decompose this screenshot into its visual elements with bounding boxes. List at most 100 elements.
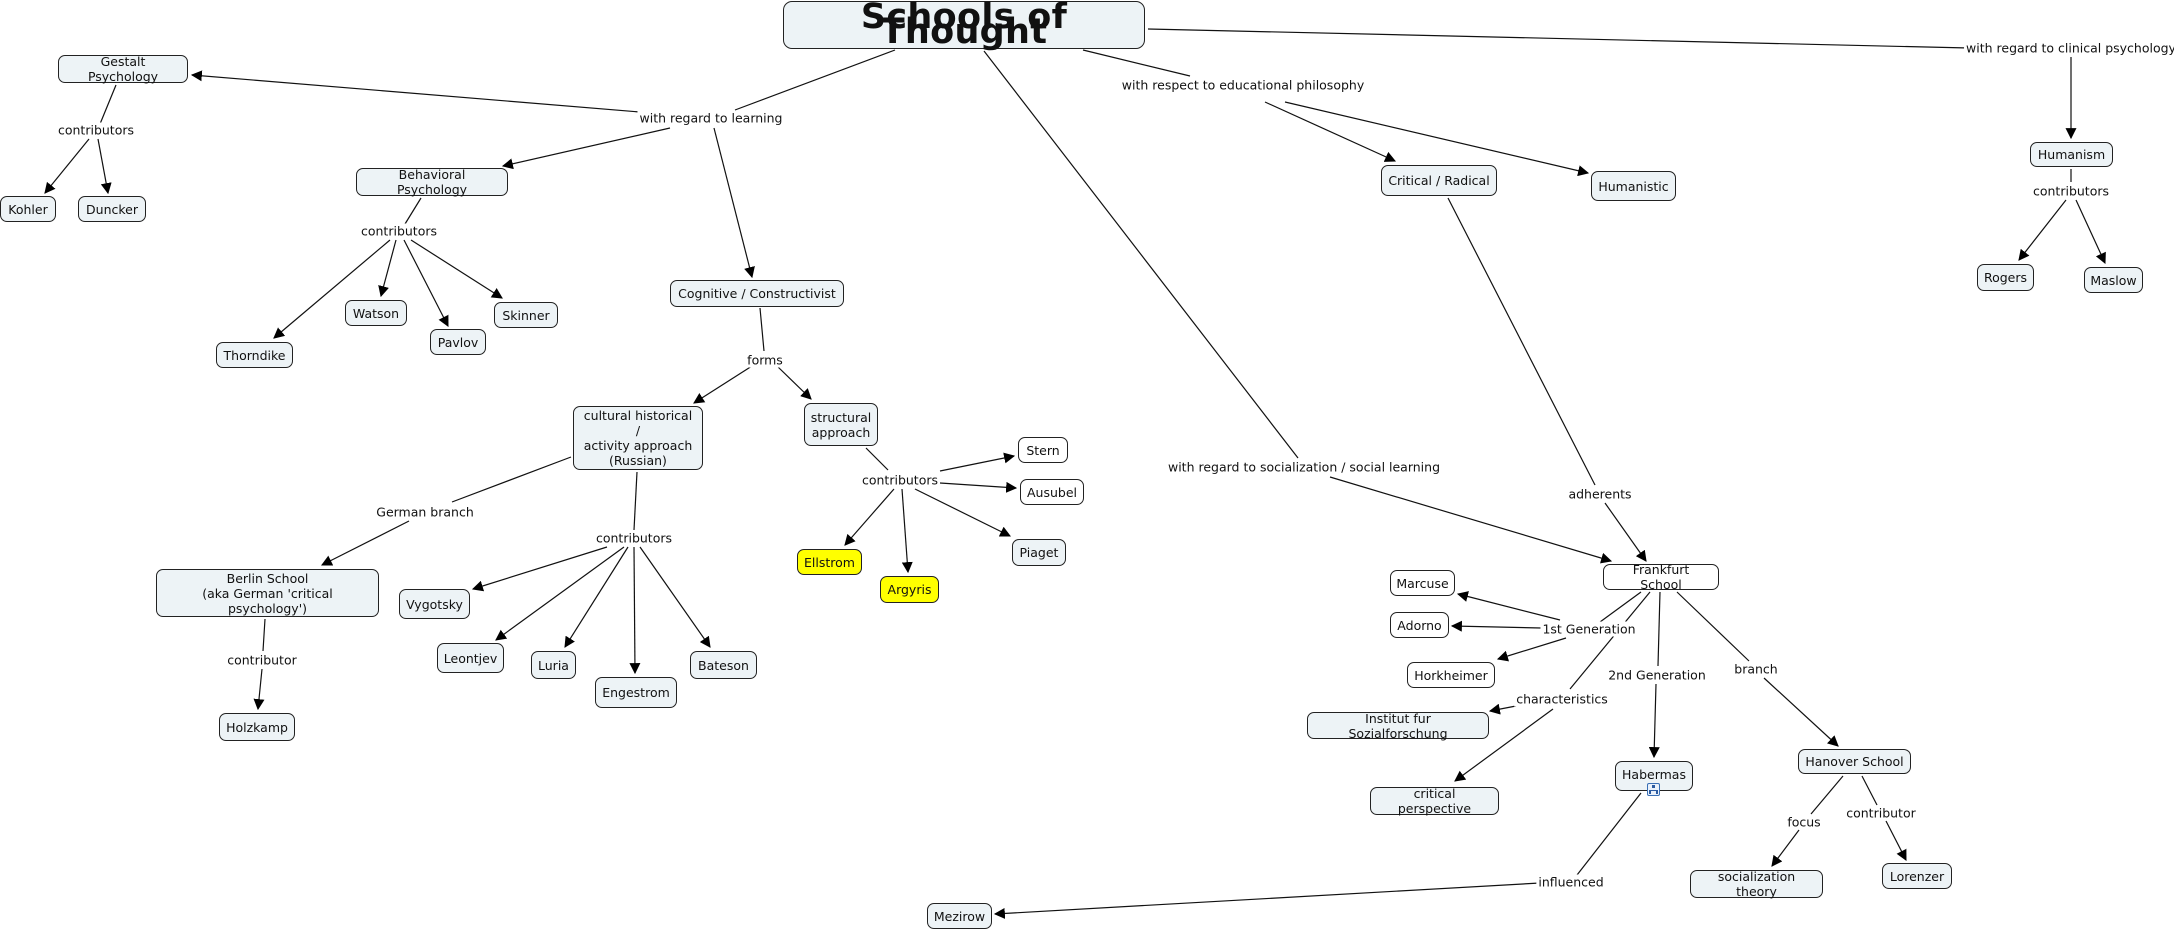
link-forms[interactable]: forms: [745, 352, 785, 368]
concept-berlin-school[interactable]: Berlin School (aka German 'critical psyc…: [156, 569, 379, 617]
link-behavioral-contributors[interactable]: contributors: [358, 223, 440, 239]
concept-cultural-historical[interactable]: cultural historical / activity approach …: [573, 406, 703, 470]
edge-contrib-skinner: [410, 239, 503, 299]
concept-leontjev[interactable]: Leontjev: [437, 643, 504, 673]
link-focus[interactable]: focus: [1785, 814, 1823, 830]
concept-cognitive-constructivist[interactable]: Cognitive / Constructivist: [670, 280, 844, 307]
link-with-regard-to-learning[interactable]: with regard to learning: [637, 110, 785, 126]
concept-socialization-theory[interactable]: socialization theory: [1690, 869, 1823, 899]
link-berlin-contributor[interactable]: contributor: [225, 652, 299, 668]
concept-luria[interactable]: Luria: [531, 651, 576, 679]
edge-title-socialization: [983, 50, 1299, 459]
edge-contrib-watson: [378, 239, 397, 298]
edge-contributor-lorenzer: [1885, 820, 1907, 861]
concept-engestrom[interactable]: Engestrom: [595, 677, 677, 708]
edge-contrib-ellstrom: [844, 488, 895, 546]
edge-contrib-leontjev: [495, 546, 625, 641]
edge-first-horkheimer: [1496, 637, 1567, 662]
edge-frankfurt-branch: [1676, 591, 1750, 662]
edge-contrib-stern: [939, 452, 1016, 472]
edge-contrib-luria: [564, 546, 629, 648]
edge-contrib-duncker: [97, 138, 112, 195]
link-hanover-contributor[interactable]: contributor: [1844, 805, 1918, 821]
concept-institut-fur-sozialforschung[interactable]: Institut fur Sozialforschung: [1307, 711, 1489, 741]
link-structural-contributors[interactable]: contributors: [859, 472, 941, 488]
edge-hanover-contributor: [1861, 775, 1878, 806]
link-gestalt-contributors[interactable]: contributors: [55, 122, 137, 138]
edge-learning-cognitive: [713, 127, 755, 279]
concept-humanistic[interactable]: Humanistic: [1591, 171, 1676, 201]
link-german-branch[interactable]: German branch: [374, 504, 476, 520]
link-branch[interactable]: branch: [1732, 661, 1780, 677]
edge-forms-structural: [776, 365, 812, 400]
edge-contrib-engestrom: [629, 546, 641, 675]
edge-title-learning: [734, 49, 896, 111]
root-concept-title[interactable]: Schools of Thought: [783, 0, 1145, 50]
link-with-regard-to-socialization[interactable]: with regard to socialization / social le…: [1165, 459, 1443, 475]
edge-contrib-thorndike: [273, 239, 391, 339]
concept-watson[interactable]: Watson: [345, 300, 407, 326]
concept-lorenzer[interactable]: Lorenzer: [1882, 863, 1952, 889]
concept-maslow[interactable]: Maslow: [2084, 267, 2143, 293]
link-cultural-contributors[interactable]: contributors: [593, 530, 675, 546]
concept-rogers[interactable]: Rogers: [1977, 264, 2034, 291]
link-first-generation[interactable]: 1st Generation: [1540, 621, 1638, 637]
link-humanism-contributors[interactable]: contributors: [2030, 183, 2112, 199]
concept-duncker[interactable]: Duncker: [78, 196, 146, 222]
link-with-respect-to-educational-philosophy[interactable]: with respect to educational philosophy: [1119, 77, 1367, 93]
link-influenced[interactable]: influenced: [1536, 874, 1606, 890]
edge-contrib-ausubel: [939, 481, 1018, 493]
concept-ausubel[interactable]: Ausubel: [1020, 479, 1084, 505]
edge-cultural-contrib: [633, 471, 638, 531]
concept-thorndike[interactable]: Thorndike: [216, 342, 293, 368]
concept-argyris[interactable]: Argyris: [880, 576, 939, 603]
link-with-regard-to-clinical-psychology[interactable]: with regard to clinical psychology: [1964, 40, 2174, 56]
concept-frankfurt-school[interactable]: Frankfurt School: [1603, 562, 1719, 592]
concept-kohler[interactable]: Kohler: [0, 196, 56, 222]
edge-contrib-pavlov: [403, 239, 449, 327]
edge-contrib-vygotsky: [471, 546, 608, 592]
edge-first-adorno: [1450, 620, 1542, 632]
edge-frankfurt-first: [1599, 591, 1642, 623]
concept-ellstrom[interactable]: Ellstrom: [797, 549, 862, 575]
edge-second-habermas: [1648, 683, 1660, 759]
concept-holzkamp[interactable]: Holzkamp: [219, 713, 295, 741]
edge-contrib-holzkamp: [253, 668, 265, 711]
edge-contrib-argyris: [901, 488, 913, 574]
edge-influenced-mezirow: [993, 882, 1541, 919]
edge-contrib-rogers: [2018, 199, 2067, 261]
concept-structural-approach[interactable]: structural approach: [804, 403, 878, 446]
edge-focus-socialization: [1771, 829, 1800, 867]
edge-critical-adherents: [1447, 197, 1596, 486]
concept-mezirow[interactable]: Mezirow: [927, 903, 992, 929]
edge-title-educational: [1082, 49, 1191, 77]
link-second-generation[interactable]: 2nd Generation: [1606, 667, 1708, 683]
concept-skinner[interactable]: Skinner: [494, 302, 558, 328]
concept-vygotsky[interactable]: Vygotsky: [399, 589, 470, 619]
edge-contrib-piaget: [914, 488, 1011, 537]
edge-educational-humanistic: [1284, 101, 1590, 177]
concept-pavlov[interactable]: Pavlov: [430, 329, 486, 355]
edge-forms-cultural: [693, 365, 753, 404]
submap-icon[interactable]: [1647, 783, 1660, 796]
concept-critical-perspective[interactable]: critical perspective: [1370, 786, 1499, 816]
link-characteristics[interactable]: characteristics: [1514, 691, 1610, 707]
edge-behavioral-contrib: [404, 197, 422, 225]
concept-gestalt-psychology[interactable]: Gestalt Psychology: [58, 54, 188, 84]
concept-piaget[interactable]: Piaget: [1012, 539, 1066, 566]
edge-german-berlin: [321, 520, 410, 566]
concept-stern[interactable]: Stern: [1018, 437, 1068, 463]
concept-adorno[interactable]: Adorno: [1390, 612, 1449, 638]
concept-bateson[interactable]: Bateson: [690, 651, 757, 679]
edge-contrib-kohler: [44, 138, 90, 194]
link-adherents[interactable]: adherents: [1566, 486, 1634, 502]
concept-hanover-school[interactable]: Hanover School: [1798, 749, 1911, 774]
concept-critical-radical[interactable]: Critical / Radical: [1381, 165, 1497, 196]
concept-horkheimer[interactable]: Horkheimer: [1407, 662, 1495, 688]
concept-behavioral-psychology[interactable]: Behavioral Psychology: [356, 167, 508, 197]
edge-characteristics-critical: [1454, 708, 1554, 782]
concept-marcuse[interactable]: Marcuse: [1390, 570, 1455, 596]
concept-humanism[interactable]: Humanism: [2030, 142, 2113, 167]
edge-title-clinical: [1147, 28, 1970, 49]
